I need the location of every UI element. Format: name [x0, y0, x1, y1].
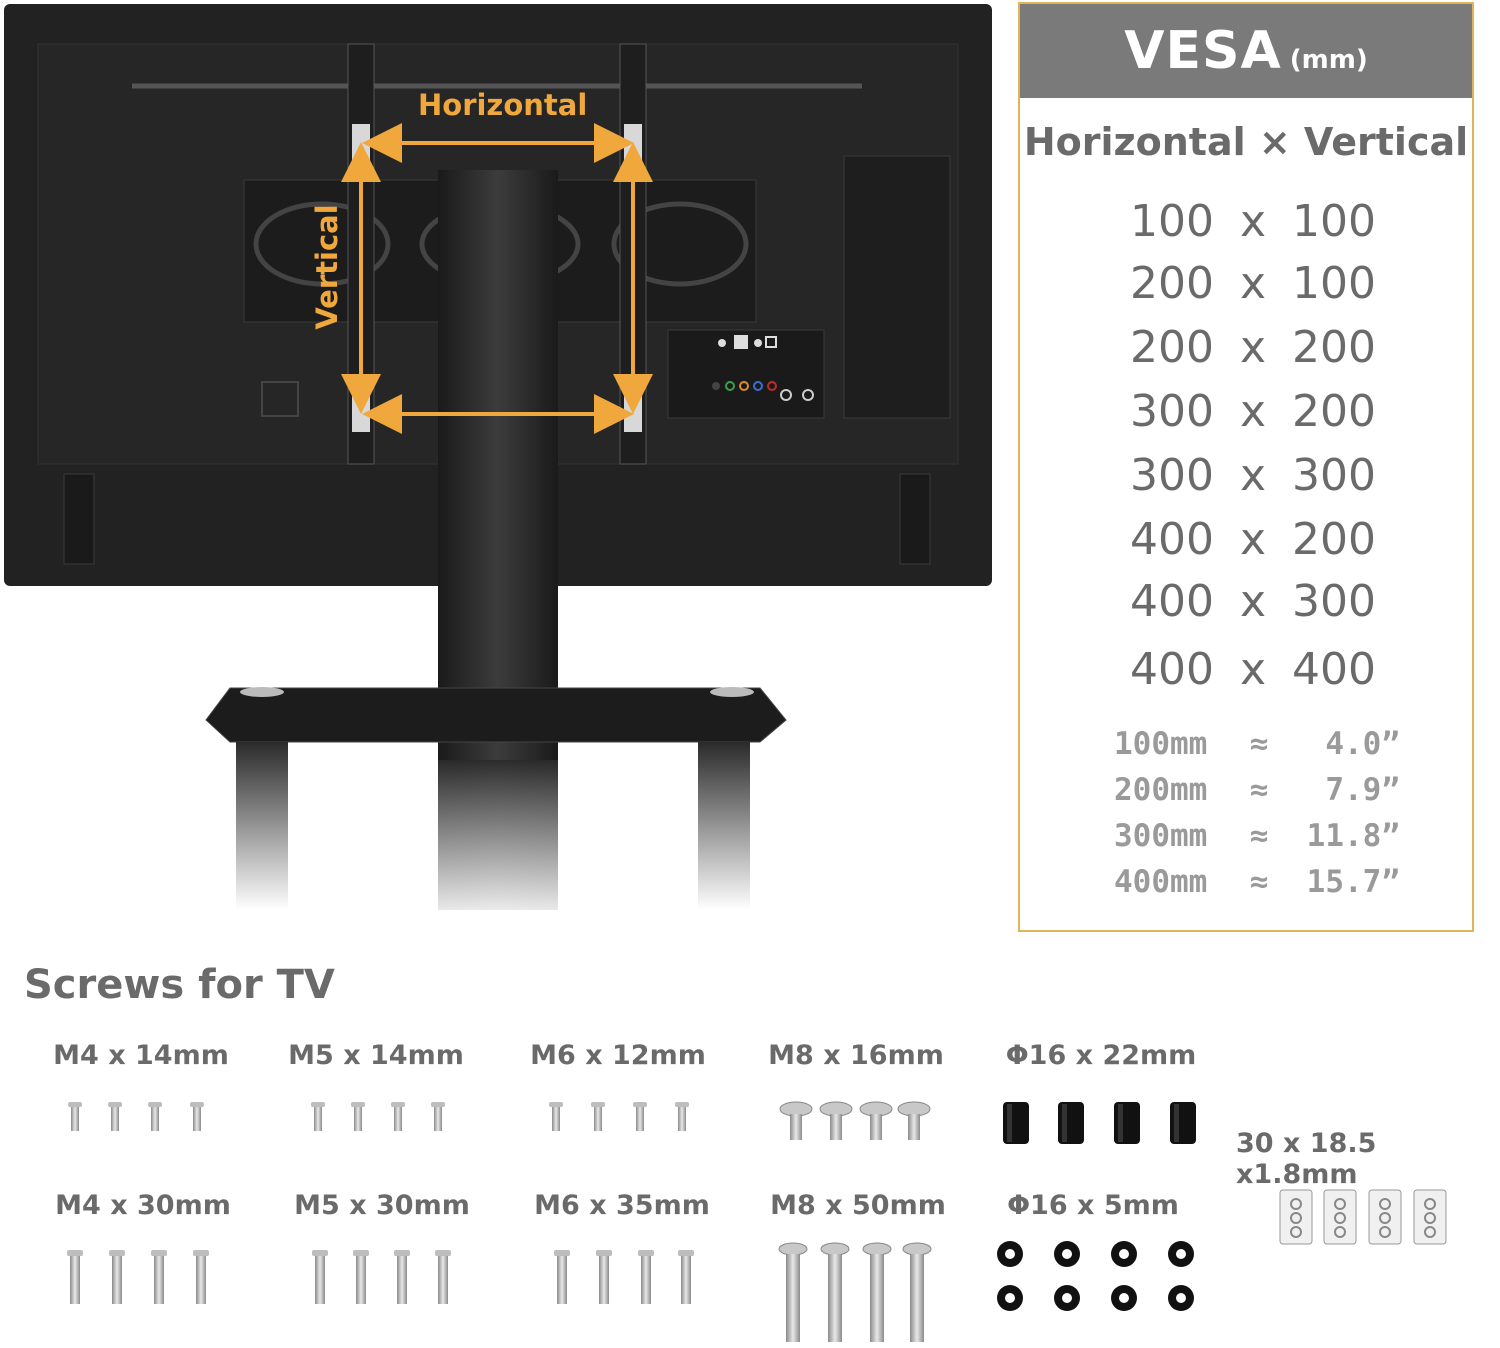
- vesa-size-row: 200 x 100: [1020, 258, 1472, 310]
- conversion-inch: 7.9”: [1325, 772, 1400, 808]
- vesa-times: x: [1239, 258, 1267, 309]
- vesa-vertical: 200: [1292, 322, 1376, 373]
- screw-m4-30-group: [67, 1250, 209, 1304]
- vesa-size-row: 400 x 200: [1020, 514, 1472, 566]
- conversion-row: 100mm ≈4.0”: [1020, 724, 1472, 764]
- screw-m4-14-group: [68, 1102, 204, 1131]
- screw-label-m8-16: M8 x 16mm: [768, 1040, 944, 1071]
- screw-label-m4-30: M4 x 30mm: [55, 1190, 231, 1221]
- vesa-title: VESA: [1124, 21, 1282, 81]
- vesa-subtitle: Horizontal × Vertical: [1023, 120, 1469, 164]
- screw-label-washer-plate: 30 x 18.5 x1.8mm: [1236, 1128, 1377, 1190]
- vesa-header: VESA(mm): [1020, 4, 1472, 98]
- screws-title: Screws for TV: [24, 962, 335, 1008]
- screws-illustration: [67, 1101, 1447, 1343]
- washer-phi16-5-group: [997, 1241, 1194, 1311]
- screw-label-m6-35: M6 x 35mm: [534, 1190, 710, 1221]
- conversion-mm: 300mm: [1114, 818, 1208, 854]
- vesa-times: x: [1239, 450, 1267, 501]
- vesa-vertical: 100: [1292, 258, 1376, 309]
- screw-m5-14-group: [311, 1102, 445, 1131]
- screw-label-phi16-5: Φ16 x 5mm: [1007, 1190, 1179, 1221]
- tv-back-image: [4, 4, 992, 910]
- vesa-horizontal: 400: [1130, 576, 1214, 627]
- vesa-panel: VESA(mm) Horizontal × Vertical 100 x 100 2…: [1018, 2, 1474, 932]
- screw-label-m8-50: M8 x 50mm: [770, 1190, 946, 1221]
- spacer-phi16-22-group: [1003, 1102, 1196, 1144]
- screw-m8-50-group: [778, 1242, 932, 1343]
- vesa-times: x: [1239, 514, 1267, 565]
- conversion-approx: ≈: [1249, 726, 1269, 762]
- vesa-vertical: 400: [1292, 644, 1376, 695]
- vesa-horizontal: 400: [1130, 644, 1214, 695]
- conversion-row: 300mm ≈11.8”: [1020, 816, 1472, 856]
- screw-label-m4-14: M4 x 14mm: [53, 1040, 229, 1071]
- conversion-approx: ≈: [1249, 864, 1269, 900]
- vesa-vertical: 200: [1292, 386, 1376, 437]
- screw-label-phi16-22: Φ16 x 22mm: [1005, 1040, 1197, 1071]
- washer-plate-group: [1279, 1189, 1447, 1245]
- screw-m6-35-group: [554, 1250, 694, 1304]
- vesa-horizontal: 200: [1130, 322, 1214, 373]
- vesa-horizontal: 300: [1130, 450, 1214, 501]
- conversion-approx: ≈: [1249, 772, 1269, 808]
- vesa-size-row: 300 x 200: [1020, 386, 1472, 438]
- vesa-horizontal: 400: [1130, 514, 1214, 565]
- horizontal-label: Horizontal: [418, 88, 588, 122]
- conversion-mm: 400mm: [1114, 864, 1208, 900]
- screw-m8-16-group: [779, 1101, 931, 1141]
- conversion-mm: 200mm: [1114, 772, 1208, 808]
- conversion-row: 400mm ≈15.7”: [1020, 862, 1472, 902]
- screw-label-m6-12: M6 x 12mm: [530, 1040, 706, 1071]
- vesa-size-row: 400 x 300: [1020, 576, 1472, 628]
- vesa-unit: (mm): [1289, 45, 1368, 75]
- screw-label-m5-30: M5 x 30mm: [294, 1190, 470, 1221]
- vesa-horizontal: 300: [1130, 386, 1214, 437]
- vesa-size-row: 100 x 100: [1020, 196, 1472, 248]
- vesa-times: x: [1239, 386, 1267, 437]
- vesa-horizontal: 200: [1130, 258, 1214, 309]
- vesa-times: x: [1239, 322, 1267, 373]
- tv-illustration: Horizontal Vertical: [0, 0, 1000, 920]
- vesa-vertical: 200: [1292, 514, 1376, 565]
- screw-label-m5-14: M5 x 14mm: [288, 1040, 464, 1071]
- vesa-times: x: [1239, 196, 1267, 247]
- vertical-label: Vertical: [310, 204, 344, 330]
- vesa-times: x: [1239, 576, 1267, 627]
- vesa-size-row: 300 x 300: [1020, 450, 1472, 502]
- conversion-row: 200mm ≈7.9”: [1020, 770, 1472, 810]
- screw-m5-30-group: [312, 1250, 451, 1304]
- screw-m6-12-group: [549, 1102, 689, 1131]
- conversion-mm: 100mm: [1114, 726, 1208, 762]
- vesa-size-row: 200 x 200: [1020, 322, 1472, 374]
- vesa-horizontal: 100: [1130, 196, 1214, 247]
- vesa-size-row: 400 x 400: [1020, 644, 1472, 696]
- vesa-vertical: 300: [1292, 576, 1376, 627]
- vesa-times: x: [1239, 644, 1267, 695]
- conversion-inch: 15.7”: [1306, 864, 1400, 900]
- conversion-inch: 11.8”: [1306, 818, 1400, 854]
- vesa-vertical: 300: [1292, 450, 1376, 501]
- conversion-inch: 4.0”: [1325, 726, 1400, 762]
- conversion-approx: ≈: [1249, 818, 1269, 854]
- vesa-vertical: 100: [1292, 196, 1376, 247]
